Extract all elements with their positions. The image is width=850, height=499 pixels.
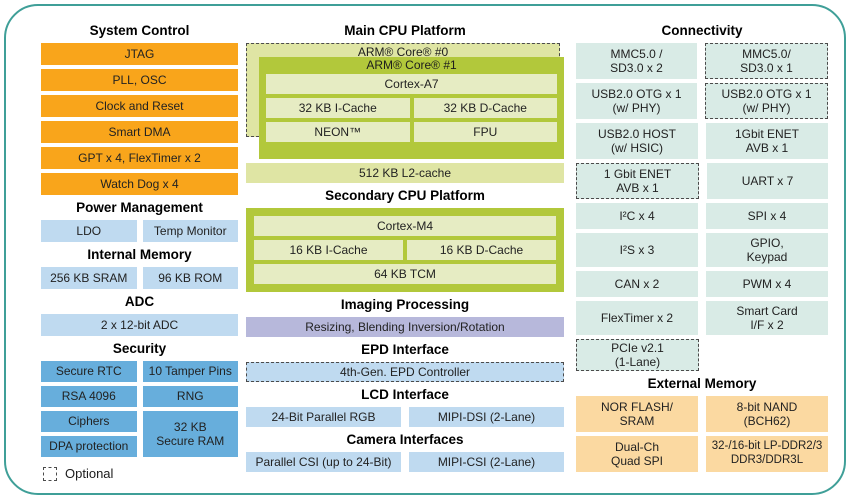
block-usb-host: USB2.0 HOST (w/ HSIC) (576, 123, 698, 159)
column-connectivity: Connectivity MMC5.0 / SD3.0 x 2 MMC5.0/ … (576, 18, 828, 476)
block-gbit-enet: 1Gbit ENET AVB x 1 (706, 123, 828, 159)
block-quad-spi: Dual-Ch Quad SPI (576, 436, 698, 472)
block-sram: 256 KB SRAM (41, 267, 137, 289)
block-secure-ram: 32 KB Secure RAM (142, 411, 238, 457)
section-title-lcd: LCD Interface (361, 387, 449, 402)
optional-legend-label: Optional (65, 466, 114, 481)
block-ddr: 32-/16-bit LP-DDR2/3 DDR3/DDR3L (706, 436, 828, 472)
block-usb-otg-optional: USB2.0 OTG x 1 (w/ PHY) (705, 83, 828, 119)
section-title-internal-memory: Internal Memory (87, 247, 192, 262)
section-title-power-management: Power Management (76, 200, 203, 215)
arm-core1-block: ARM® Core® #1 Cortex-A7 32 KB I-Cache 32… (259, 57, 564, 159)
block-a7-icache: 32 KB I-Cache (266, 98, 410, 118)
block-jtag: JTAG (41, 43, 238, 65)
block-smart-card: Smart Card I/F x 2 (706, 301, 828, 335)
block-mipi-dsi: MIPI-DSI (2-Lane) (409, 407, 564, 427)
secondary-cpu-block: Cortex-M4 16 KB I-Cache 16 KB D-Cache 64… (246, 208, 564, 292)
block-rom: 96 KB ROM (142, 267, 238, 289)
block-mmc-sd-x2: MMC5.0 / SD3.0 x 2 (576, 43, 697, 79)
block-imaging-processing: Resizing, Blending Inversion/Rotation (246, 317, 564, 337)
section-title-security: Security (112, 341, 167, 356)
block-dpa-protection: DPA protection (41, 436, 137, 457)
block-rsa: RSA 4096 (41, 386, 137, 407)
block-i2s: I²S x 3 (576, 233, 698, 267)
optional-legend: Optional (43, 466, 238, 481)
block-tcm: 64 KB TCM (254, 264, 556, 284)
block-usb-otg: USB2.0 OTG x 1 (w/ PHY) (576, 83, 697, 119)
block-ciphers: Ciphers (41, 411, 137, 432)
block-m4-dcache: 16 KB D-Cache (407, 240, 556, 260)
block-watchdog: Watch Dog x 4 (41, 173, 238, 195)
block-nor-flash-sram: NOR FLASH/ SRAM (576, 396, 698, 432)
empty-cell (707, 339, 828, 371)
arm-core1-label: ARM® Core® #1 (366, 58, 457, 72)
block-pwm: PWM x 4 (706, 271, 828, 297)
block-i2c: I²C x 4 (576, 203, 698, 229)
block-spi: SPI x 4 (706, 203, 828, 229)
block-uart: UART x 7 (707, 163, 828, 199)
optional-dashed-box-icon (43, 466, 57, 481)
block-parallel-csi: Parallel CSI (up to 24-Bit) (246, 452, 401, 472)
block-adc: 2 x 12-bit ADC (41, 314, 238, 336)
section-title-epd: EPD Interface (361, 342, 449, 357)
main-cpu-stack: ARM® Core® #0 ARM® Core® #1 Cortex-A7 32… (246, 43, 564, 159)
column-cpu-platform: Main CPU Platform ARM® Core® #0 ARM® Cor… (246, 18, 564, 472)
block-fpu: FPU (413, 122, 557, 142)
block-mmc-sd-x1-optional: MMC5.0/ SD3.0 x 1 (705, 43, 828, 79)
block-gbit-enet-optional: 1 Gbit ENET AVB x 1 (576, 163, 699, 199)
block-cortex-m4: Cortex-M4 (254, 216, 556, 236)
section-title-secondary-cpu: Secondary CPU Platform (325, 188, 485, 203)
column-system-control: System Control JTAG PLL, OSC Clock and R… (41, 18, 238, 481)
block-flextimer-conn: FlexTimer x 2 (576, 301, 698, 335)
block-a7-dcache: 32 KB D-Cache (413, 98, 557, 118)
block-parallel-rgb: 24-Bit Parallel RGB (246, 407, 401, 427)
section-title-external-memory: External Memory (647, 376, 757, 391)
block-cortex-a7: Cortex-A7 (266, 74, 557, 94)
block-gpio-keypad: GPIO, Keypad (706, 233, 828, 267)
block-m4-icache: 16 KB I-Cache (254, 240, 403, 260)
section-title-main-cpu: Main CPU Platform (344, 23, 466, 38)
section-title-adc: ADC (124, 294, 155, 309)
section-title-system-control: System Control (89, 23, 190, 38)
diagram-border: System Control JTAG PLL, OSC Clock and R… (4, 4, 846, 495)
block-neon: NEON™ (266, 122, 410, 142)
block-nand: 8-bit NAND (BCH62) (706, 396, 828, 432)
block-ldo: LDO (41, 220, 137, 242)
block-mipi-csi: MIPI-CSI (2-Lane) (409, 452, 564, 472)
block-clock-reset: Clock and Reset (41, 95, 238, 117)
block-smart-dma: Smart DMA (41, 121, 238, 143)
block-rng: RNG (142, 386, 238, 407)
block-temp-monitor: Temp Monitor (142, 220, 238, 242)
block-gpt-flextimer: GPT x 4, FlexTimer x 2 (41, 147, 238, 169)
block-secure-rtc: Secure RTC (41, 361, 137, 382)
block-l2-cache: 512 KB L2-cache (246, 163, 564, 183)
block-pll-osc: PLL, OSC (41, 69, 238, 91)
block-can: CAN x 2 (576, 271, 698, 297)
arm-core0-label: ARM® Core® #0 (357, 45, 449, 59)
block-epd-controller: 4th-Gen. EPD Controller (246, 362, 564, 382)
section-title-imaging: Imaging Processing (340, 297, 470, 312)
section-title-camera: Camera Interfaces (346, 432, 464, 447)
block-pcie-optional: PCIe v2.1 (1-Lane) (576, 339, 699, 371)
block-tamper-pins: 10 Tamper Pins (142, 361, 238, 382)
section-title-connectivity: Connectivity (661, 23, 743, 38)
